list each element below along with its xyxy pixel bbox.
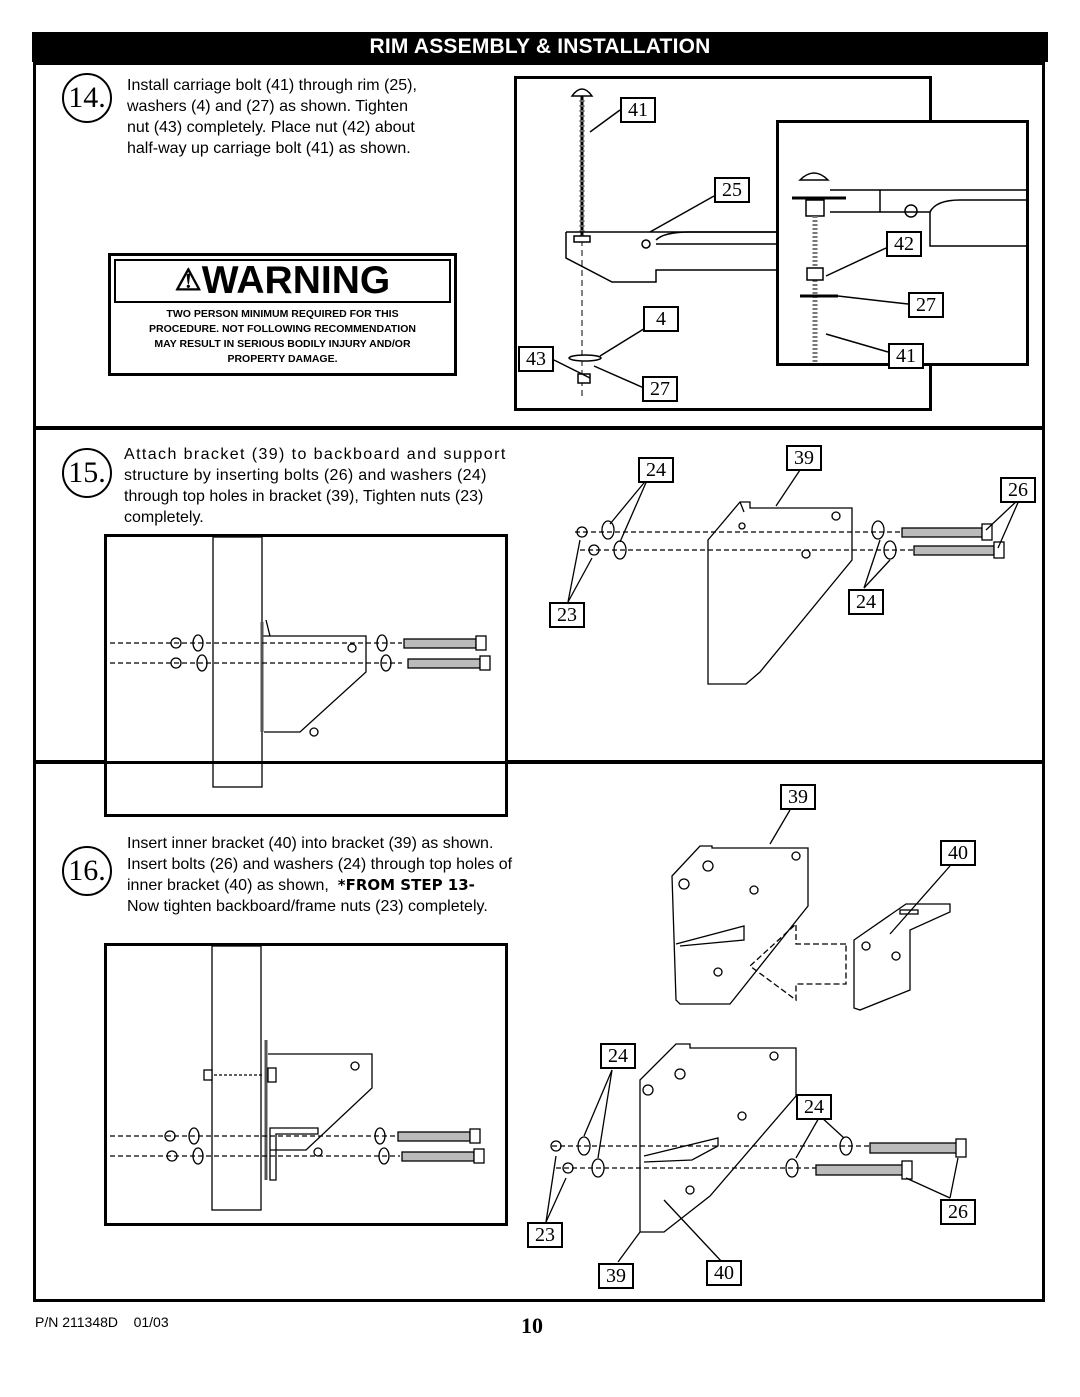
step-14-line: washers (4) and (27) as shown. Tighten [127,98,409,115]
warning-heading-text: WARNING [201,259,391,302]
warning-triangle-icon: ⚠ [174,264,202,297]
step-16-instructions: Insert inner bracket (40) into bracket (… [127,833,567,917]
step-16-line: Now tighten backboard/frame nuts (23) co… [127,898,488,915]
page-number: 10 [521,1313,543,1338]
callout-4: 4 [643,306,679,332]
callout-41: 41 [888,343,924,369]
callout-23: 23 [527,1222,563,1248]
callout-43: 43 [518,346,554,372]
step-16-panel [33,761,1045,1302]
callout-24: 24 [796,1094,832,1120]
callout-40: 40 [706,1260,742,1286]
warning-box: ⚠WARNING TWO PERSON MINIMUM REQUIRED FOR… [108,253,457,376]
part-number: P/N 211348D 01/03 [35,1314,169,1330]
step-14-line: nut (43) completely. Place nut (42) abou… [127,119,415,136]
callout-27: 27 [908,292,944,318]
step-15-instructions: Attach bracket (39) to backboard and sup… [124,444,547,528]
step-14-instructions: Install carriage bolt (41) through rim (… [127,75,462,159]
callout-27: 27 [642,376,678,402]
step-16-number: 16. [62,846,112,896]
step-14-line: half-way up carriage bolt (41) as shown. [127,140,411,157]
callout-40: 40 [940,840,976,866]
inner-bracket-side-view-figure [104,943,508,1226]
section-title: RIM ASSEMBLY & INSTALLATION [32,32,1048,62]
warning-text: TWO PERSON MINIMUM REQUIRED FOR THIS PRO… [111,307,454,367]
callout-24: 24 [600,1043,636,1069]
callout-39: 39 [786,445,822,471]
step-15-number: 15. [62,448,112,498]
rim-detail-inset [776,120,1029,366]
step-15-line: structure by inserting bolts (26) and wa… [124,467,487,484]
step-16-line3-text: inner bracket (40) as shown, [127,877,338,894]
step-15-line: Attach bracket (39) to backboard and sup… [124,446,507,463]
step-16-line: Insert inner bracket (40) into bracket (… [127,835,494,852]
warning-line: TWO PERSON MINIMUM REQUIRED FOR THIS [166,308,399,320]
step-14-line: Install carriage bolt (41) through rim (… [127,77,417,94]
callout-23: 23 [549,602,585,628]
step-15-line: through top holes in bracket (39), Tight… [124,488,484,505]
warning-line: PROCEDURE. NOT FOLLOWING RECOMMENDATION [149,323,416,335]
step-14-number: 14. [62,73,112,123]
from-step-note: *FROM STEP 13- [337,876,475,894]
step-16-line: Insert bolts (26) and washers (24) throu… [127,856,513,873]
warning-line: PROPERTY DAMAGE. [227,353,338,365]
callout-24: 24 [848,589,884,615]
step-16-line: inner bracket (40) as shown, *FROM STEP … [127,875,567,896]
callout-39: 39 [598,1263,634,1289]
callout-39: 39 [780,784,816,810]
callout-26: 26 [940,1199,976,1225]
bracket-side-view-figure [104,534,508,817]
callout-42: 42 [886,231,922,257]
callout-24: 24 [638,457,674,483]
warning-line: MAY RESULT IN SERIOUS BODILY INJURY AND/… [154,338,411,350]
step-15-line: completely. [124,509,204,526]
warning-heading: ⚠WARNING [114,259,451,303]
callout-25: 25 [714,177,750,203]
callout-41: 41 [620,97,656,123]
callout-26: 26 [1000,477,1036,503]
